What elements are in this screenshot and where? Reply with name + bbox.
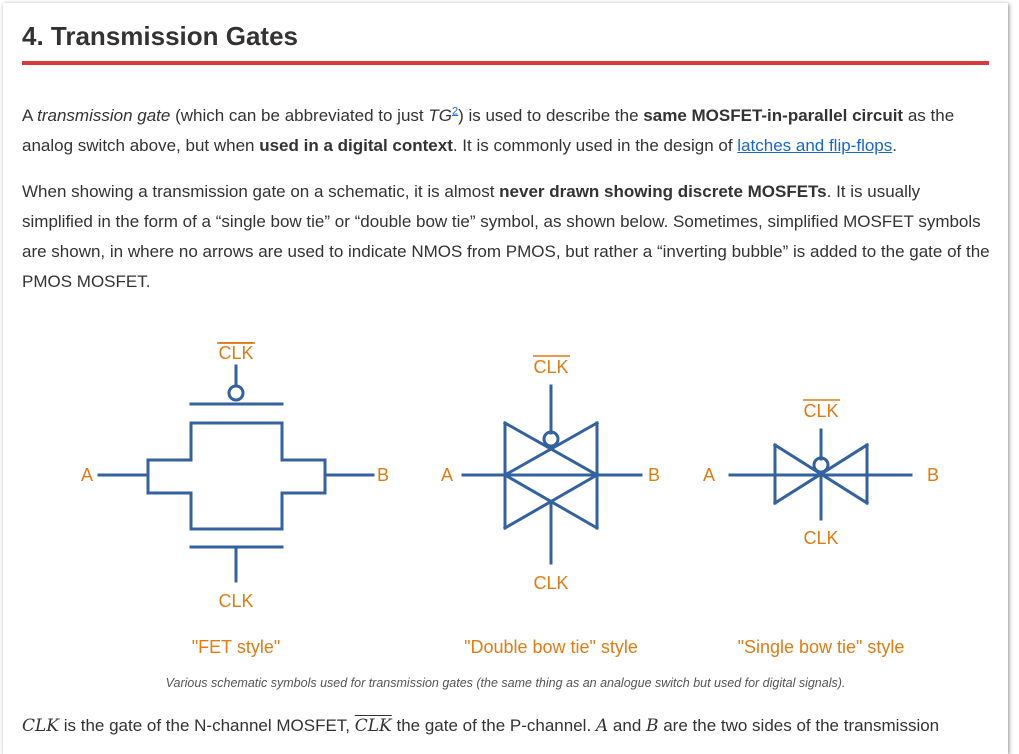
paragraph-intro: A transmission gate (which can be abbrev… bbox=[22, 101, 992, 161]
single-a-label: A bbox=[703, 465, 715, 485]
double-clk-bar-label: CLK bbox=[533, 357, 568, 377]
text: as the analog switch above, but when bbox=[22, 106, 955, 155]
text: and bbox=[608, 716, 646, 735]
term-tg: TG bbox=[428, 106, 452, 125]
single-clk-bar-label: CLK bbox=[803, 401, 838, 421]
text: . It is usually simplified in the form o… bbox=[22, 182, 990, 291]
double-bow-tie-symbol bbox=[461, 384, 643, 565]
bold-text: used in a digital context bbox=[259, 136, 453, 155]
fet-clk-bar-label: CLK bbox=[218, 343, 253, 363]
text: are the two sides of the transmission bbox=[658, 716, 940, 735]
double-style-caption: "Double bow tie" style bbox=[464, 637, 638, 657]
fet-style-symbol bbox=[97, 364, 375, 583]
latches-flip-flops-link[interactable]: latches and flip-flops bbox=[737, 136, 893, 155]
text: . bbox=[892, 136, 897, 155]
schematic-figure: CLK A B CLK "FET style" CLK A B CLK "Dou… bbox=[81, 342, 939, 657]
fet-style-caption: "FET style" bbox=[192, 637, 280, 657]
double-a-label: A bbox=[441, 465, 453, 485]
single-clk-label: CLK bbox=[803, 528, 838, 548]
math-clk-bar: CLK bbox=[354, 716, 392, 736]
single-b-label: B bbox=[927, 465, 939, 485]
text: A bbox=[22, 106, 38, 125]
footnote-ref: 2 bbox=[452, 105, 458, 117]
fet-clk-label: CLK bbox=[218, 591, 253, 611]
term-transmission-gate: transmission gate bbox=[37, 106, 171, 125]
text: ) is used to describe the bbox=[458, 106, 644, 125]
bold-text: never drawn showing discrete MOSFETs bbox=[499, 182, 827, 201]
paragraph-schematic: When showing a transmission gate on a sc… bbox=[22, 177, 992, 297]
text: When showing a transmission gate on a sc… bbox=[22, 182, 500, 201]
double-clk-label: CLK bbox=[533, 573, 568, 593]
text: is the gate of the N-channel MOSFET, bbox=[59, 716, 355, 735]
fet-a-label: A bbox=[81, 465, 93, 485]
bold-text: same MOSFET-in-parallel circuit bbox=[643, 106, 904, 125]
text: (which can be abbreviated to just bbox=[170, 106, 429, 125]
paragraph-clk: CLK is the gate of the N-channel MOSFET,… bbox=[22, 711, 992, 741]
section-heading: 4. Transmission Gates bbox=[22, 21, 989, 65]
math-b: B bbox=[646, 716, 659, 736]
math-clk: CLK bbox=[22, 716, 59, 736]
single-style-caption: "Single bow tie" style bbox=[738, 637, 905, 657]
footnote-link[interactable]: 2 bbox=[451, 105, 459, 118]
single-bow-tie-symbol bbox=[728, 428, 913, 521]
text: the gate of the P-channel. bbox=[391, 716, 596, 735]
double-b-label: B bbox=[648, 465, 660, 485]
figure-caption: Various schematic symbols used for trans… bbox=[165, 676, 846, 690]
text: . It is commonly used in the design of bbox=[452, 136, 738, 155]
math-a: A bbox=[595, 716, 609, 736]
article-frame: 4. Transmission Gates A transmission gat… bbox=[3, 3, 1008, 754]
fet-b-label: B bbox=[377, 465, 389, 485]
